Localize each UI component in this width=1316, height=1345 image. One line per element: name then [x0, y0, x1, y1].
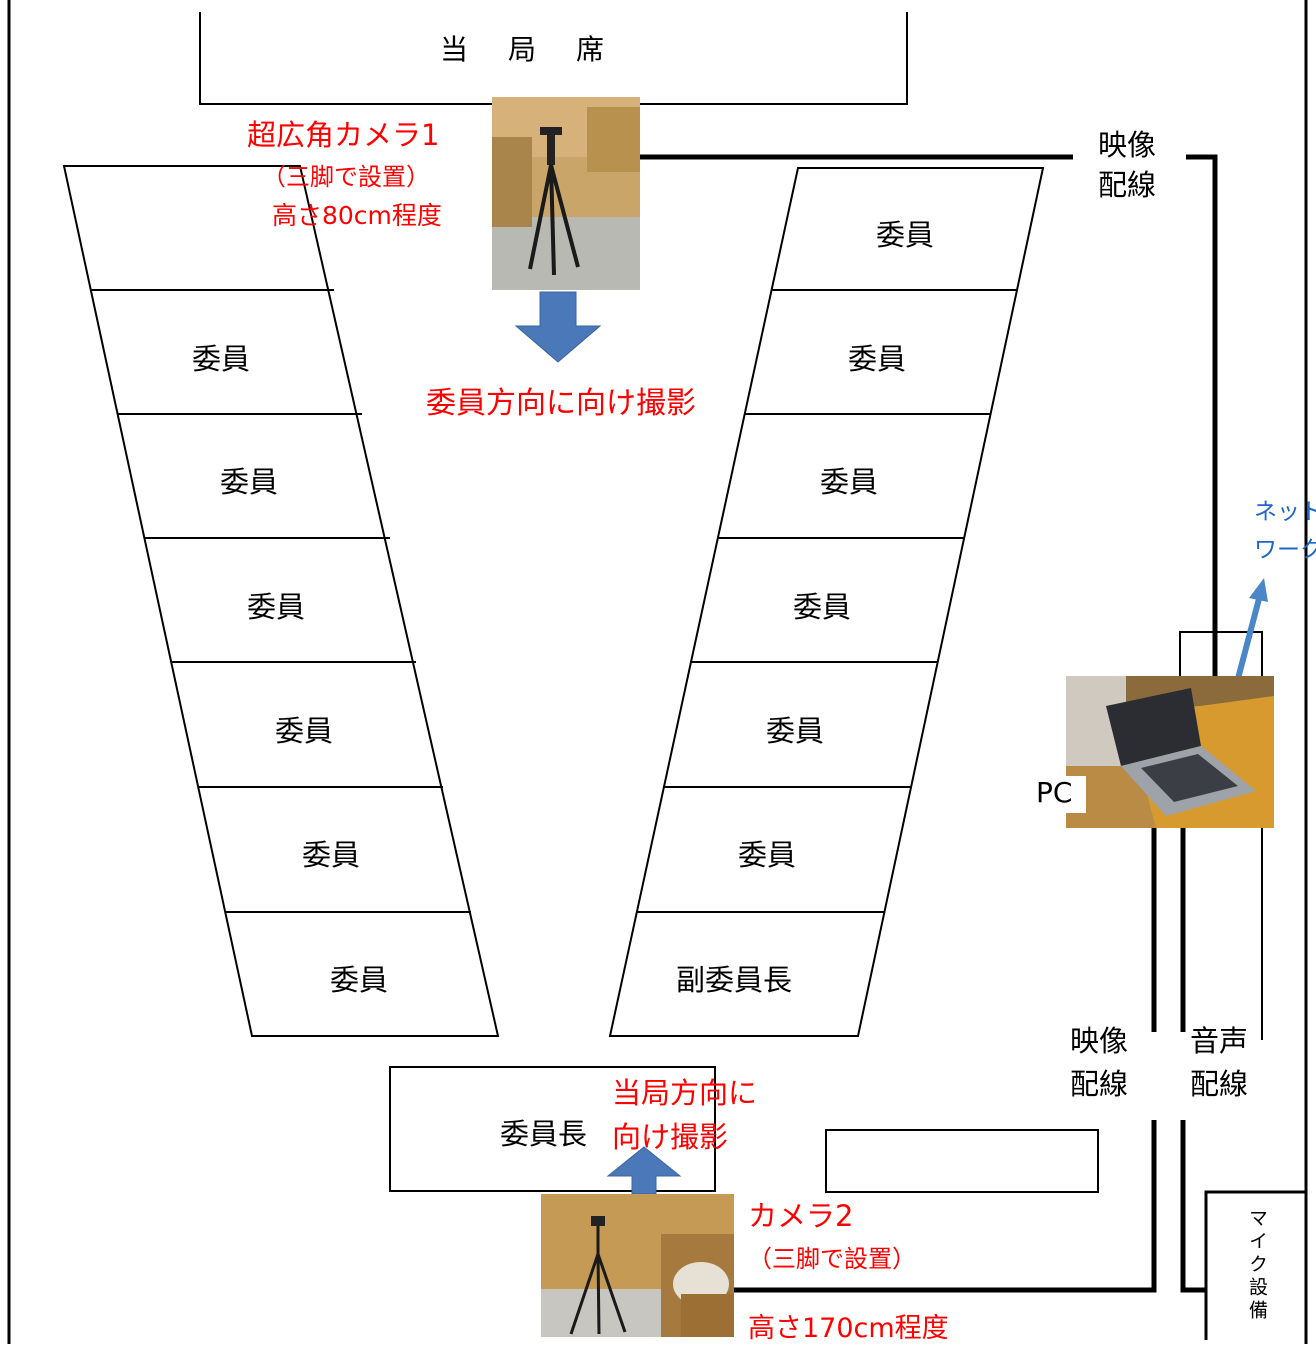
audio-wiring-label-line1: 音声 — [1190, 1024, 1249, 1058]
video-wiring-top-line-right — [1186, 154, 1218, 676]
left-seat-dividers — [91, 289, 471, 913]
network-label-line1: ネット — [1254, 499, 1316, 525]
right-seat-label: 委員 — [820, 465, 879, 499]
left-seat-label: 委員 — [192, 342, 251, 376]
camera1-mount: （三脚で設置） — [262, 163, 430, 191]
camera2-height: 高さ170cm程度 — [748, 1313, 949, 1344]
right-seat-label: 委員 — [848, 342, 907, 376]
left-seat-label: 委員 — [275, 714, 334, 748]
network-label-line2: ワーク — [1254, 537, 1316, 563]
right-seat-label: 委員 — [738, 838, 797, 872]
right-seat-label: 委員 — [766, 714, 825, 748]
left-seat-column-outline — [62, 165, 500, 1037]
left-seat-label: 委員 — [330, 963, 389, 997]
camera1-direction-arrow — [514, 291, 602, 363]
network-arrow-shaft — [1232, 594, 1263, 691]
left-seat-label: 委員 — [302, 838, 361, 872]
camera2-direction-arrow — [606, 1146, 682, 1195]
left-seat-label: 委員 — [247, 590, 306, 624]
mic-equipment-label: マイク設備 — [1246, 1208, 1268, 1323]
video-wiring-bottom-label-line2: 配線 — [1070, 1067, 1129, 1101]
audio-wiring-label-line2: 配線 — [1190, 1067, 1249, 1101]
camera1-name: 超広角カメラ1 — [247, 118, 440, 152]
side-table — [825, 1129, 1099, 1193]
camera2-direction-line2: 向け撮影 — [612, 1120, 729, 1154]
chair-table — [389, 1066, 716, 1192]
authority-seats-label: 当 局 席 — [440, 33, 611, 66]
right-seat-label: 委員 — [793, 590, 852, 624]
camera2-direction-line1: 当局方向に — [612, 1076, 758, 1110]
right-seat-label: 副委員長 — [676, 963, 793, 997]
left-seat-label: 委員 — [220, 465, 279, 499]
video-wiring-top-label-line1: 映像 — [1098, 128, 1157, 162]
camera2-photo — [541, 1194, 734, 1337]
pc-desk-outline — [1179, 631, 1263, 676]
pc-label: PC — [1036, 776, 1087, 813]
video-wiring-bottom-label-line1: 映像 — [1070, 1024, 1129, 1058]
camera1-photo — [492, 97, 640, 290]
video-wiring-lower-line — [734, 1120, 1157, 1293]
network-arrow-head — [1249, 578, 1268, 602]
camera2-mount: （三脚で設置） — [748, 1245, 916, 1273]
chair-label: 委員長 — [500, 1117, 588, 1151]
camera1-height: 高さ80cm程度 — [272, 201, 442, 230]
network-label-clip: ネット ワーク — [1240, 492, 1316, 572]
audio-wiring-lower-line — [1180, 1120, 1206, 1293]
right-seat-column-outline — [608, 167, 1045, 1037]
pc-photo — [1066, 676, 1274, 828]
right-seat-label: 委員 — [876, 218, 935, 252]
right-seat-dividers — [636, 289, 1017, 913]
camera1-direction: 委員方向に向け撮影 — [426, 386, 696, 421]
camera2-name: カメラ2 — [748, 1199, 854, 1233]
video-wiring-top-label-line2: 配線 — [1098, 168, 1157, 202]
